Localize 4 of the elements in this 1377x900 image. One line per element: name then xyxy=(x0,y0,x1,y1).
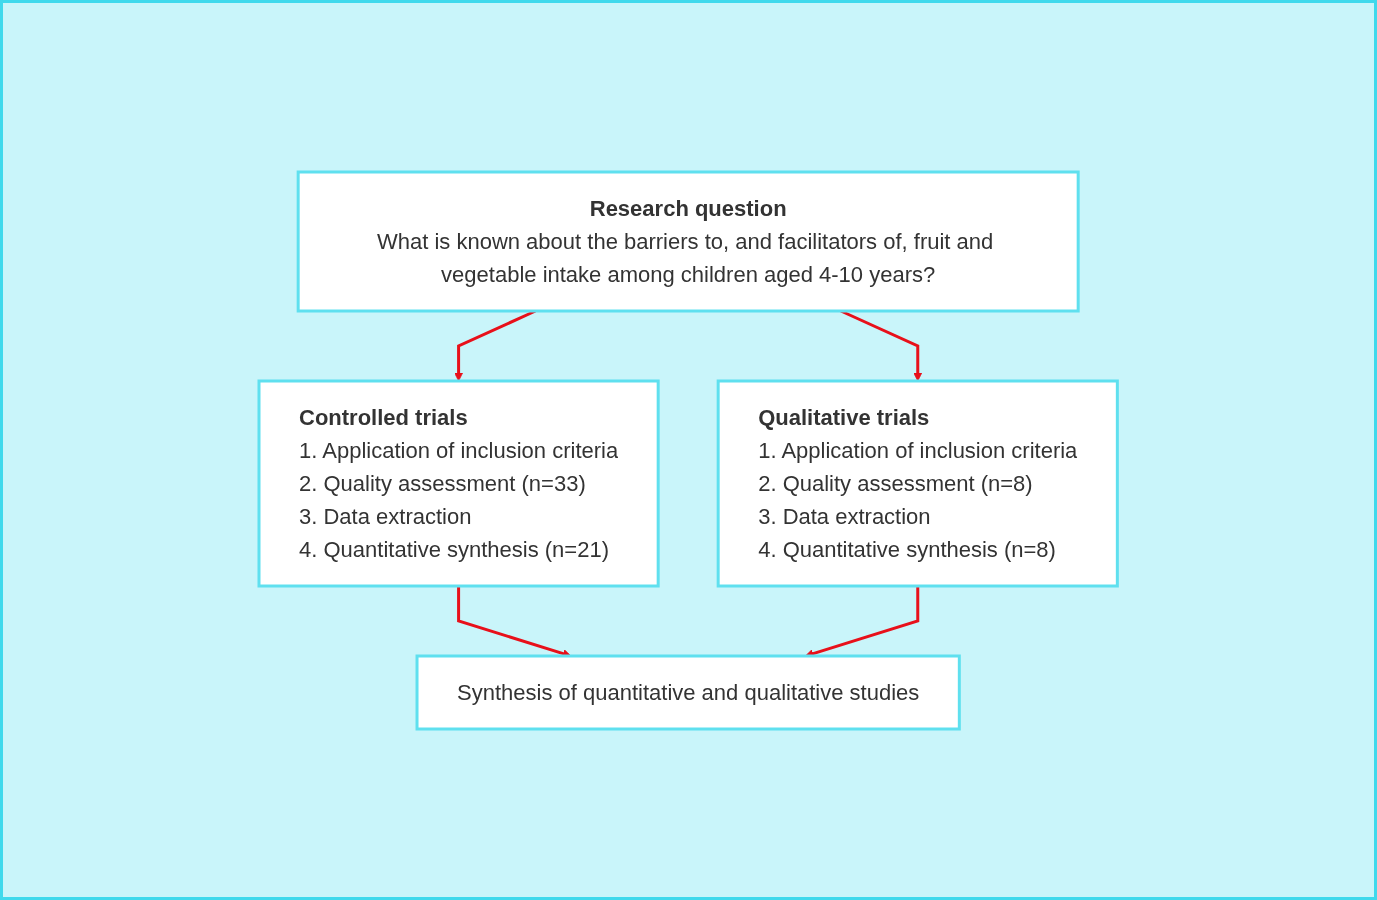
node-box xyxy=(297,170,1080,312)
node-box xyxy=(717,379,1120,587)
node-box xyxy=(415,654,962,730)
node-box xyxy=(257,379,660,587)
